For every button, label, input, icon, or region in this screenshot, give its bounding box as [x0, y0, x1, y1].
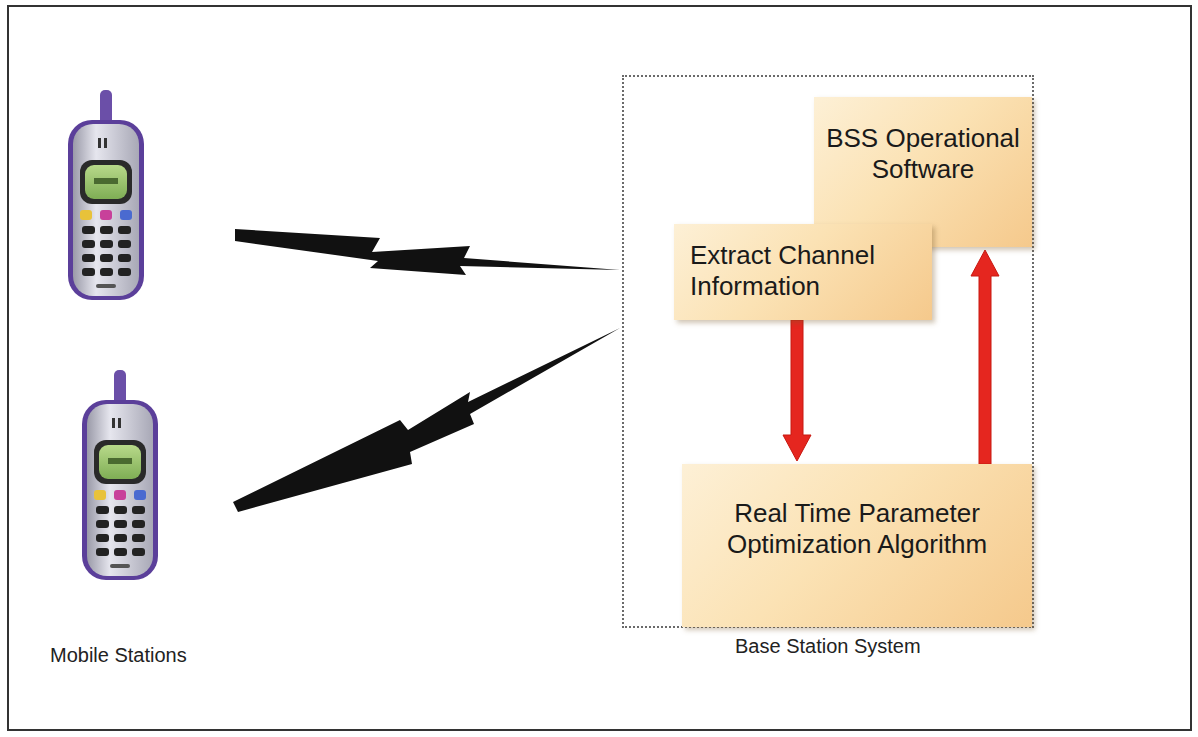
box-text: Extract Channel Information — [690, 240, 922, 302]
process-box: Extract Channel Information — [674, 224, 932, 320]
box-text: Real Time Parameter Optimization Algorit… — [694, 498, 1020, 560]
box-text: BSS Operational Software — [824, 123, 1022, 185]
radio-link-bolt — [233, 328, 620, 512]
mobile-phone — [82, 370, 158, 580]
flow-arrow — [971, 250, 999, 464]
process-box: Real Time Parameter Optimization Algorit… — [682, 464, 1032, 627]
mobile-phone — [68, 90, 144, 300]
radio-link-bolt — [235, 229, 620, 275]
flow-arrow — [783, 320, 811, 461]
outer-frame — [8, 6, 1191, 730]
system-region: Base Station SystemBSS Operational Softw… — [622, 75, 1034, 628]
region-heading: Base Station System — [735, 634, 921, 658]
group-label: Mobile Stations — [50, 643, 187, 667]
